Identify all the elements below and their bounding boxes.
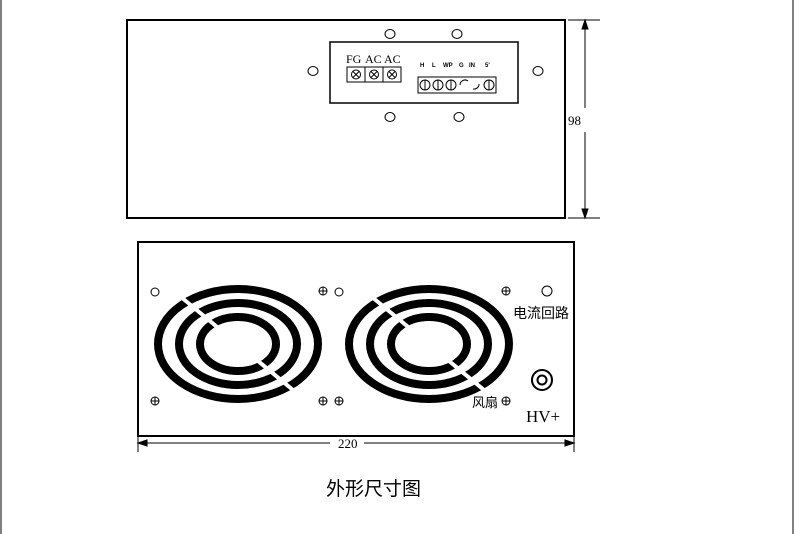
terminal-label-ac1: AC bbox=[365, 52, 382, 66]
height-dimension-label: 98 bbox=[568, 113, 581, 128]
top-view-outline bbox=[126, 19, 566, 219]
current-loop-label: 电流回路 bbox=[513, 306, 569, 322]
hv-plus-label: HV+ bbox=[526, 407, 560, 426]
top-view: FG AC AC H L WP G IN 5' 98 bbox=[126, 18, 600, 220]
signal-label-h: H bbox=[420, 63, 424, 69]
signal-label-wp: WP bbox=[443, 63, 453, 69]
fan-grille-right bbox=[345, 285, 513, 403]
signal-label-l: L bbox=[432, 63, 436, 69]
fan-grille-left bbox=[154, 285, 322, 403]
drawing-caption: 外形尺寸图 bbox=[326, 478, 421, 500]
front-view: 电流回路 风扇 HV+ 220 bbox=[136, 241, 576, 452]
height-dimension bbox=[568, 18, 600, 220]
ac-terminal-block bbox=[346, 66, 402, 83]
front-view-outline bbox=[137, 241, 575, 437]
width-dimension bbox=[136, 436, 576, 452]
terminal-label-ac2: AC bbox=[384, 52, 401, 66]
terminal-label-fg: FG bbox=[346, 52, 362, 66]
width-dimension-label: 220 bbox=[338, 436, 358, 451]
signal-label-5: 5' bbox=[485, 63, 490, 69]
signal-label-in: IN bbox=[469, 63, 475, 69]
screw-holes bbox=[150, 286, 511, 406]
signal-terminal-block bbox=[417, 76, 497, 94]
signal-label-g: G bbox=[459, 63, 464, 69]
hv-output-connector bbox=[531, 369, 553, 391]
terminal-panel bbox=[329, 41, 519, 104]
mounting-holes bbox=[307, 29, 544, 122]
fan-label: 风扇 bbox=[472, 395, 498, 410]
current-loop-hole bbox=[541, 285, 553, 297]
